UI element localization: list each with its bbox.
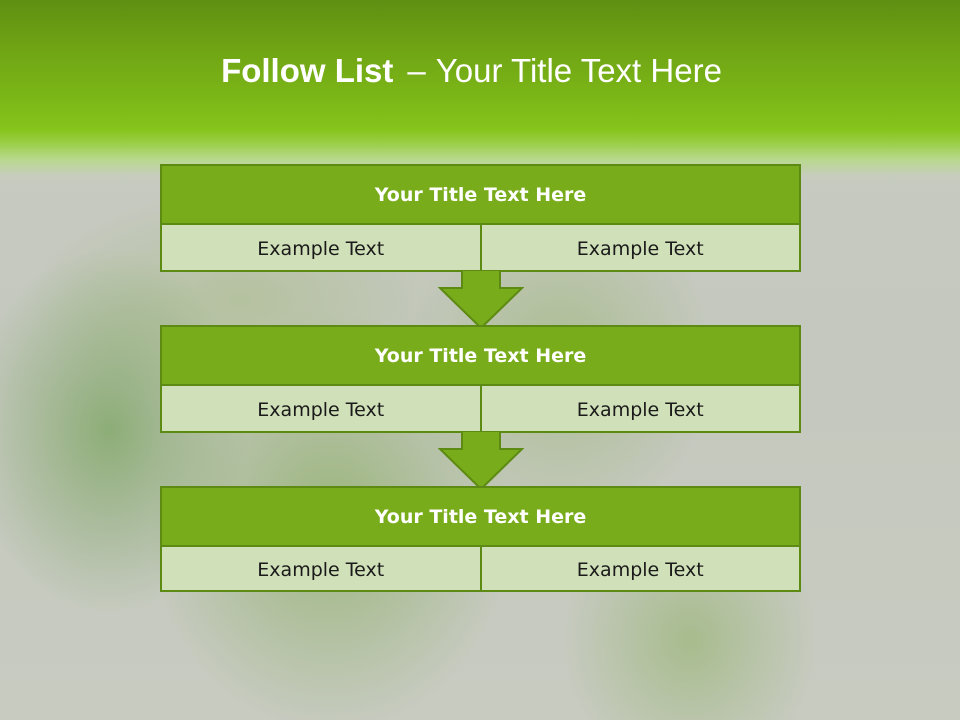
block-cell-right: Example Text [576, 558, 704, 581]
slide-title-bold: Follow List [221, 52, 394, 89]
block-title: Your Title Text Here [162, 166, 799, 225]
slide-title-dash: – [407, 52, 426, 89]
header-band [0, 0, 960, 185]
list-block-1: Your Title Text Here Example Text Exampl… [160, 164, 801, 272]
block-cell-left: Example Text [162, 547, 482, 592]
block-cell-right: Example Text [576, 398, 704, 421]
list-block-2: Your Title Text Here Example Text Exampl… [160, 325, 801, 433]
list-block-3: Your Title Text Here Example Text Exampl… [160, 486, 801, 592]
block-title: Your Title Text Here [162, 327, 799, 386]
block-cell-right: Example Text [576, 237, 704, 260]
slide-title-rest: Your Title Text Here [435, 52, 722, 89]
block-cell-left: Example Text [162, 225, 482, 272]
slide-title: Follow List–Your Title Text Here [0, 52, 943, 90]
block-cell-left: Example Text [162, 386, 482, 433]
down-arrow-icon [438, 270, 524, 330]
down-arrow-icon [438, 431, 524, 491]
block-title: Your Title Text Here [162, 488, 799, 547]
